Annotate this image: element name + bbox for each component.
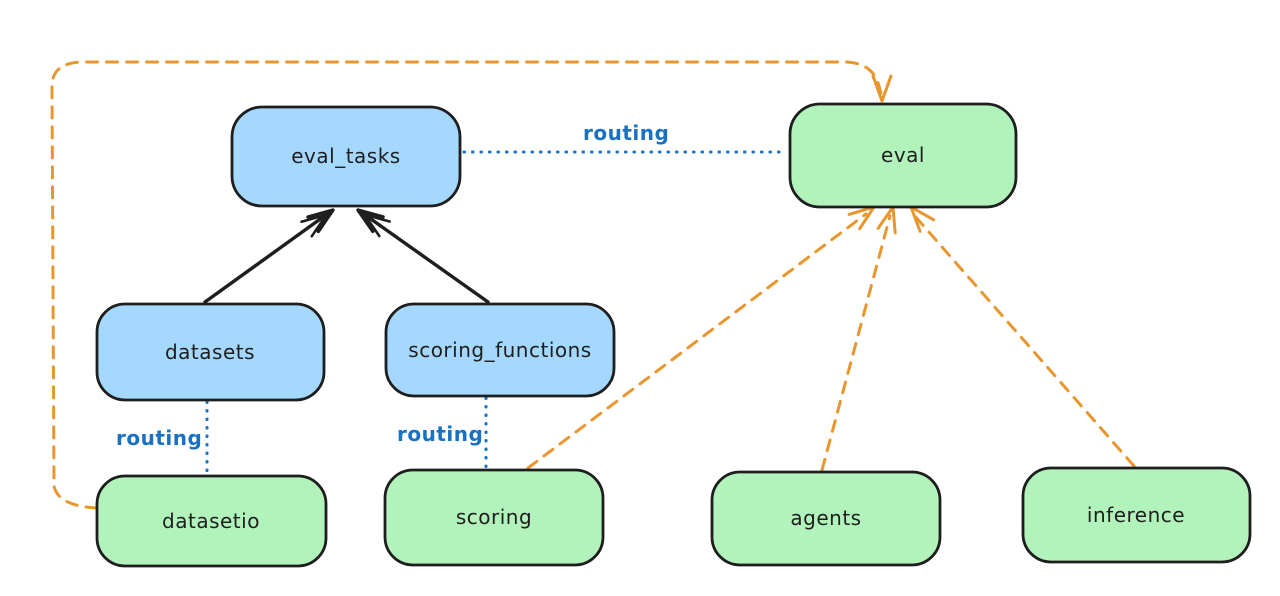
node-datasetio-label: datasetio <box>162 509 260 533</box>
node-scoring-functions[interactable]: scoring_functions <box>384 302 616 398</box>
routing-label-eval-tasks-eval: routing <box>583 121 669 145</box>
routing-label-datasets-datasetio: routing <box>116 426 202 450</box>
node-scoring-shape[interactable] <box>383 468 605 567</box>
edge-scoring-functions-to-eval-tasks-arrowhead <box>356 208 385 234</box>
node-scoring-functions-label: scoring_functions <box>408 338 591 362</box>
node-datasetio[interactable]: datasetio <box>95 474 328 568</box>
edge-inference-to-eval <box>912 213 1136 468</box>
node-scoring-functions-shape[interactable] <box>384 302 616 398</box>
node-eval-shape[interactable] <box>788 102 1018 209</box>
edge-datasetio-to-eval-arrowhead <box>871 74 893 103</box>
node-datasets-label: datasets <box>165 340 255 364</box>
edge-datasets-to-eval-tasks-arrowhead-2 <box>300 213 328 238</box>
node-scoring[interactable]: scoring <box>383 468 605 567</box>
node-agents-label: agents <box>790 506 861 530</box>
node-eval-label: eval <box>881 143 925 167</box>
node-eval[interactable]: eval <box>788 102 1018 209</box>
edge-scoring-functions-to-eval-tasks <box>359 210 490 304</box>
node-eval-tasks[interactable]: eval_tasks <box>230 105 462 208</box>
routing-label-scoring-functions-scoring: routing <box>397 422 483 446</box>
node-datasets-shape[interactable] <box>95 302 326 402</box>
node-agents-shape[interactable] <box>710 470 942 567</box>
node-eval-tasks-label: eval_tasks <box>291 144 400 168</box>
node-inference[interactable]: inference <box>1021 466 1252 564</box>
node-datasetio-shape[interactable] <box>95 474 328 568</box>
node-datasets[interactable]: datasets <box>95 302 326 402</box>
node-agents[interactable]: agents <box>710 470 942 567</box>
edge-inference-to-eval-arrowhead <box>909 205 936 233</box>
node-scoring-label: scoring <box>456 505 532 529</box>
node-inference-shape[interactable] <box>1021 466 1252 564</box>
edge-datasetio-to-eval <box>50 60 883 510</box>
edge-datasets-to-eval-tasks <box>203 210 332 304</box>
edge-scoring-functions-to-eval-tasks-arrowhead-2 <box>363 213 391 238</box>
edge-agents-to-eval <box>820 214 892 472</box>
edge-datasets-to-eval-tasks-arrowhead <box>306 208 335 234</box>
edge-scoring-to-eval <box>526 212 868 470</box>
node-inference-label: inference <box>1087 503 1185 527</box>
node-eval-tasks-shape[interactable] <box>230 105 462 208</box>
